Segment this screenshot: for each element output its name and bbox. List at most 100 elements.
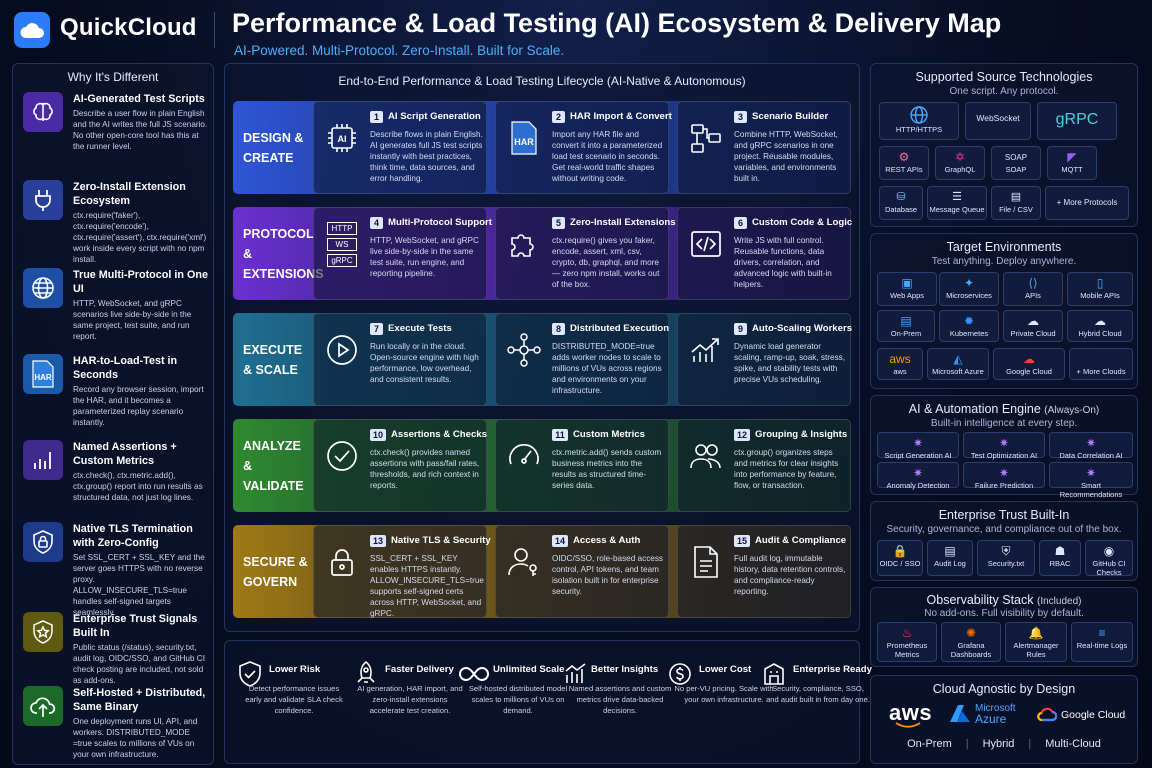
chip-websocket: WebSocket	[965, 102, 1031, 140]
chip-1: ✦Microservices	[939, 272, 999, 306]
step-title: Scenario Builder	[752, 111, 829, 122]
step-desc: ctx.metric.add() sends custom business m…	[552, 448, 662, 490]
database-icon: ⛁	[896, 191, 906, 203]
row-label: EXECUTE & SCALE	[243, 342, 303, 377]
chip-0: 🔒OIDC / SSO	[877, 540, 923, 576]
step-number: 8	[552, 323, 565, 335]
gauge-icon	[504, 436, 544, 476]
step-title: HAR Import & Convert	[570, 111, 672, 122]
left-item-title: Named Assertions + Custom Metrics	[73, 441, 177, 467]
left-item-desc: Set SSL_CERT + SSL_KEY and the server go…	[73, 553, 205, 617]
flowchart-icon	[686, 118, 726, 158]
har-file-icon: HAR	[504, 118, 544, 158]
plug-icon	[23, 180, 63, 220]
shield-check-icon	[235, 659, 265, 689]
dollar-icon	[665, 659, 695, 689]
step-desc: DISTRIBUTED_MODE=true adds worker nodes …	[552, 342, 662, 395]
benefit-title: Lower Cost	[699, 664, 752, 675]
left-item-desc: HTTP, WebSocket, and gRPC scenarios live…	[73, 299, 192, 341]
benefit-title: Lower Risk	[269, 664, 321, 675]
chip-0: ♨Prometheus Metrics	[877, 622, 937, 662]
step-number: 3	[734, 111, 747, 123]
step-desc: OIDC/SSO, role-based access control, API…	[552, 554, 664, 596]
security-shield-icon: ⛨	[1001, 544, 1011, 558]
row-label: ANALYZE & VALIDATE	[243, 438, 304, 493]
step-title: Distributed Execution	[570, 323, 670, 334]
chip-4: ◉GitHub CI Checks	[1085, 540, 1133, 577]
left-item-title: Self-Hosted + Distributed, Same Binary	[73, 687, 206, 713]
svg-text:HAR: HAR	[514, 137, 534, 147]
chip-2: ⛨Security.txt	[977, 540, 1035, 576]
chip-3: ✷Anomaly Detection	[877, 462, 959, 490]
enterprise-trust-panel: Enterprise Trust Built-In Security, gove…	[870, 501, 1138, 581]
ai-chip-icon: AI	[322, 118, 362, 158]
left-item-desc: Record any browser session, import the H…	[73, 385, 204, 427]
chip-5: ✹Kubernetes	[939, 310, 999, 342]
play-circle-icon	[322, 330, 362, 370]
aws-logo: aws	[889, 700, 933, 725]
sources-title: Supported Source Technologies	[915, 70, 1093, 84]
chip-7: ☁Hybrid Cloud	[1067, 310, 1133, 342]
rocket-icon	[351, 659, 381, 689]
why-different-title: Why It's Different	[67, 70, 159, 84]
chip-3: ≡Real-time Logs	[1071, 622, 1133, 662]
google-cloud-label: Google Cloud	[1061, 709, 1126, 721]
left-item-desc: ctx.require('faker'), ctx.require('encod…	[73, 211, 207, 264]
mode-hybrid: Hybrid	[982, 738, 1015, 750]
left-item-title: AI-Generated Test Scripts	[73, 93, 205, 105]
network-nodes-icon	[504, 330, 544, 370]
ai-brain-icon: ✷	[1085, 436, 1097, 450]
step-desc: Describe flows in plain English. AI gene…	[370, 130, 483, 183]
ai-brain-icon: ✷	[998, 466, 1010, 480]
lifecycle-panel: End-to-End Performance & Load Testing Li…	[224, 63, 860, 632]
benefit-title: Faster Delivery	[385, 664, 454, 675]
prometheus-icon: ♨	[901, 626, 913, 640]
ai-brain-icon: ✷	[912, 466, 924, 480]
step-title: Grouping & Insights	[755, 429, 848, 440]
chip-1: ✺Grafana Dashboards	[941, 622, 1001, 662]
google-cloud-icon: ☁	[1023, 352, 1035, 366]
step-desc: Combine HTTP, WebSocket, and gRPC scenar…	[734, 130, 838, 183]
logs-icon: ≡	[1098, 626, 1106, 640]
mode-multi-cloud: Multi-Cloud	[1045, 738, 1101, 750]
cloud-logo-icon	[14, 12, 50, 48]
benefit-desc: AI generation, HAR import, and zero-inst…	[357, 684, 463, 715]
benefit-desc: Self-hosted distributed model scales to …	[468, 684, 568, 715]
chip-0: ✷Script Generation AI	[877, 432, 959, 460]
google-cloud-logo-icon	[1037, 707, 1057, 722]
step-desc: ctx.group() organizes steps and metrics …	[734, 448, 839, 490]
github-icon: ◉	[1103, 544, 1115, 558]
benefit-item: Faster Delivery AI generation, HAR impor…	[343, 655, 463, 755]
ai-brain-icon: ✷	[998, 436, 1010, 450]
private-cloud-icon: ☁	[1027, 314, 1039, 328]
step-title: AI Script Generation	[388, 111, 481, 122]
left-item-desc: One deployment runs UI, API, and workers…	[73, 717, 198, 759]
azure-icon: ◭	[953, 352, 963, 366]
page-subtitle: AI-Powered. Multi-Protocol. Zero-Install…	[234, 43, 565, 58]
lifecycle-title: End-to-End Performance & Load Testing Li…	[338, 74, 746, 88]
browser-icon: ▣	[901, 276, 913, 290]
brand-name: QuickCloud	[60, 14, 197, 41]
left-item-desc: Public status (/status), security.txt, a…	[73, 643, 205, 685]
chip-0: ▣Web Apps	[877, 272, 937, 306]
chip-1: ✷Test Optimization AI	[963, 432, 1045, 460]
step-number: 4	[370, 217, 383, 229]
infinity-icon	[459, 659, 489, 689]
benefit-item: Lower Cost No per-VU pricing. Scale with…	[657, 655, 774, 755]
mode-on-prem: On-Prem	[907, 738, 952, 750]
left-item-desc: ctx.check(), ctx.metric.add(), ctx.group…	[73, 471, 203, 502]
step-desc: ctx.require() gives you faker, encode, a…	[552, 236, 660, 289]
